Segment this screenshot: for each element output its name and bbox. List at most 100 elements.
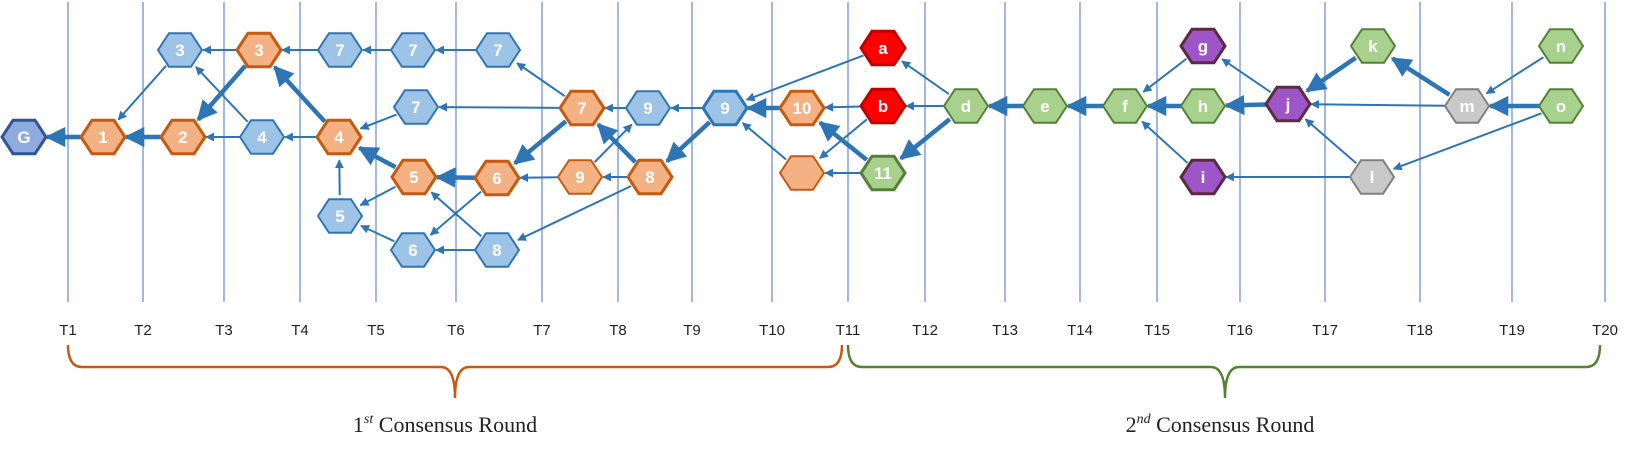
hexagon-shape xyxy=(1101,88,1149,124)
tick-label: T7 xyxy=(533,322,551,339)
dag-node-b5: 5 xyxy=(316,198,364,234)
edge-arrow xyxy=(438,102,562,112)
dag-node-o3: 3 xyxy=(235,31,283,69)
node-label: 11 xyxy=(874,164,892,183)
node-label: 5 xyxy=(335,207,344,226)
round-1-brace-path xyxy=(66,344,844,399)
dag-node-pi: i xyxy=(1179,158,1227,196)
node-label: 3 xyxy=(254,41,263,60)
edge-arrow xyxy=(899,117,952,161)
edge-arrow xyxy=(741,122,787,161)
dag-node-pj: j xyxy=(1264,85,1312,123)
hexagon-shape xyxy=(159,118,207,156)
dag-node-b8: 8 xyxy=(473,232,521,268)
dag-node-gk: k xyxy=(1349,28,1397,64)
hexagon-shape xyxy=(1021,88,1069,124)
hexagon-shape xyxy=(389,32,437,68)
round-1-label: 1st Consensus Round xyxy=(353,412,537,437)
dag-node-rb: b xyxy=(859,87,907,125)
edge-arrow xyxy=(1390,56,1451,97)
dag-node-b4: 4 xyxy=(238,119,286,155)
node-label: f xyxy=(1122,97,1128,116)
edge-arrow xyxy=(1221,58,1272,94)
edge-arrow xyxy=(1224,94,1268,116)
tick-label: T2 xyxy=(134,322,152,339)
dag-node-oE xyxy=(778,155,826,191)
edge-arrow xyxy=(1304,118,1357,165)
node-label: g xyxy=(1198,37,1208,56)
hexagon-shape xyxy=(859,154,907,192)
hexagon-shape xyxy=(390,158,438,196)
edge-arrow xyxy=(824,102,863,112)
node-label: 8 xyxy=(645,168,654,187)
timeline-gridlines xyxy=(67,2,1606,302)
hexagon-shape xyxy=(556,159,604,195)
hexagon-shape xyxy=(1348,159,1396,195)
tick-label: T13 xyxy=(992,322,1018,339)
tick-label: T4 xyxy=(291,322,309,339)
node-label: 7 xyxy=(408,41,417,60)
hexagon-shape xyxy=(474,32,522,68)
tick-label: T11 xyxy=(836,322,861,339)
node-label: 9 xyxy=(643,99,652,118)
dag-node-go: o xyxy=(1537,88,1585,124)
dag-node-g11: 11 xyxy=(859,154,907,192)
node-label: d xyxy=(961,97,971,116)
hexagon-shape xyxy=(1537,88,1585,124)
tick-label: T9 xyxy=(683,322,701,339)
node-label: l xyxy=(1370,168,1375,187)
node-label: 9 xyxy=(575,168,584,187)
hexagon-shape xyxy=(389,232,437,268)
tick-label: T20 xyxy=(1592,322,1618,339)
edge-arrow xyxy=(359,113,397,130)
edge-arrow xyxy=(819,118,868,160)
tick-label: T14 xyxy=(1067,322,1093,339)
edge-arrow xyxy=(117,64,167,121)
tick-label: T15 xyxy=(1144,322,1170,339)
round-2-label: 2nd Consensus Round xyxy=(1126,412,1315,437)
hexagon-shape xyxy=(859,87,907,125)
edge-arrow xyxy=(195,66,249,123)
hexagon-shape xyxy=(626,158,674,196)
tick-label: T6 xyxy=(447,322,465,339)
hexagon-shape xyxy=(942,88,990,124)
node-label: 5 xyxy=(409,168,418,187)
hexagon-shape xyxy=(79,118,127,156)
dag-node-gd: d xyxy=(942,88,990,124)
edge-arrow xyxy=(360,224,395,243)
node-label: a xyxy=(878,39,888,58)
node-label: 7 xyxy=(493,41,502,60)
dag-node-b7c: 7 xyxy=(474,32,522,68)
dag-node-o2: 2 xyxy=(159,118,207,156)
tick-label: T12 xyxy=(912,322,938,339)
dag-node-b9m: 9 xyxy=(701,89,749,127)
round-2-brace-path xyxy=(846,344,1602,399)
hexagon-shape xyxy=(473,159,521,197)
tick-label: T1 xyxy=(59,322,77,339)
node-label: e xyxy=(1040,97,1049,116)
round-2-brace: 2nd Consensus Round xyxy=(846,344,1602,437)
dag-node-o9: 9 xyxy=(556,159,604,195)
dag-node-o7: 7 xyxy=(558,89,606,127)
node-label: b xyxy=(878,97,888,116)
hexagon-shape xyxy=(473,232,521,268)
dag-node-o6: 6 xyxy=(473,159,521,197)
tick-label: T3 xyxy=(215,322,233,339)
tick-label: T5 xyxy=(367,322,385,339)
hexagon-shape xyxy=(701,89,749,127)
node-label: 7 xyxy=(411,98,420,117)
node-label: 6 xyxy=(492,169,501,188)
tick-label: T19 xyxy=(1499,322,1525,339)
hexagon-shape xyxy=(1537,28,1585,64)
edge-arrow xyxy=(196,64,247,122)
node-label: h xyxy=(1198,97,1208,116)
dag-node-yl: l xyxy=(1348,159,1396,195)
edge-arrow xyxy=(596,122,637,164)
edge-arrow xyxy=(818,120,869,162)
node-label: m xyxy=(1459,97,1474,116)
tick-label: T10 xyxy=(759,322,785,339)
edge-arrow xyxy=(516,62,566,97)
node-label: G xyxy=(17,128,30,147)
